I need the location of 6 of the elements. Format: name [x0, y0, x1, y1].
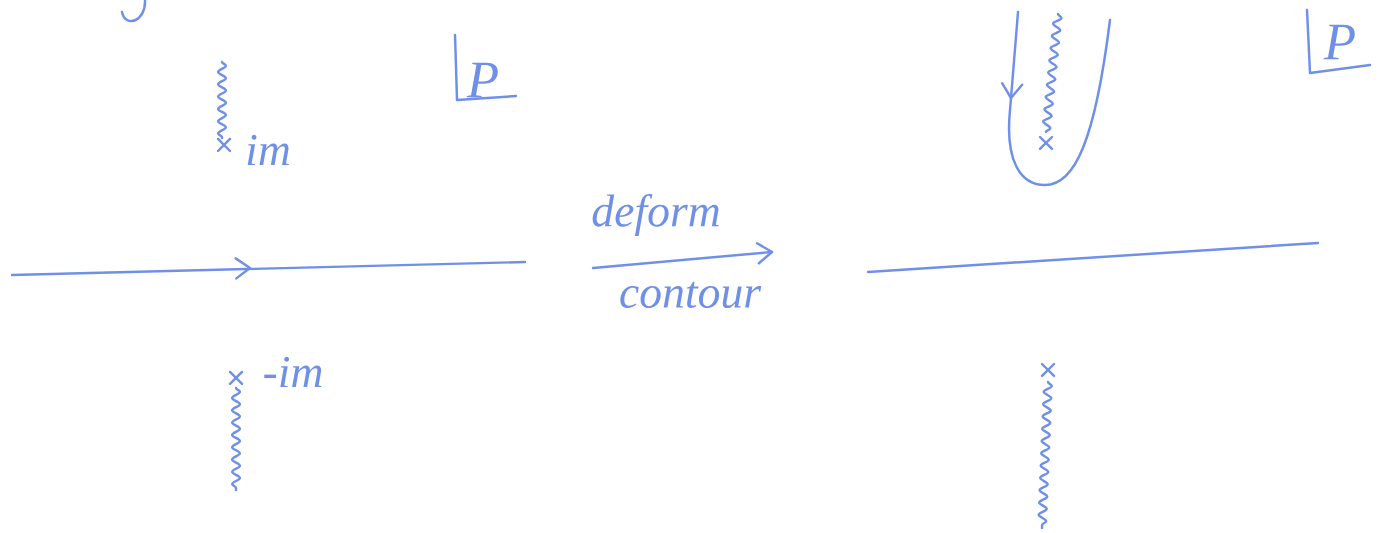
math-label: deform [592, 194, 719, 236]
math-label: contour [620, 281, 762, 309]
math-label: im [247, 134, 289, 166]
math-label: -im [264, 356, 322, 388]
math-label: P [1323, 24, 1355, 60]
math-label: P [466, 62, 498, 98]
